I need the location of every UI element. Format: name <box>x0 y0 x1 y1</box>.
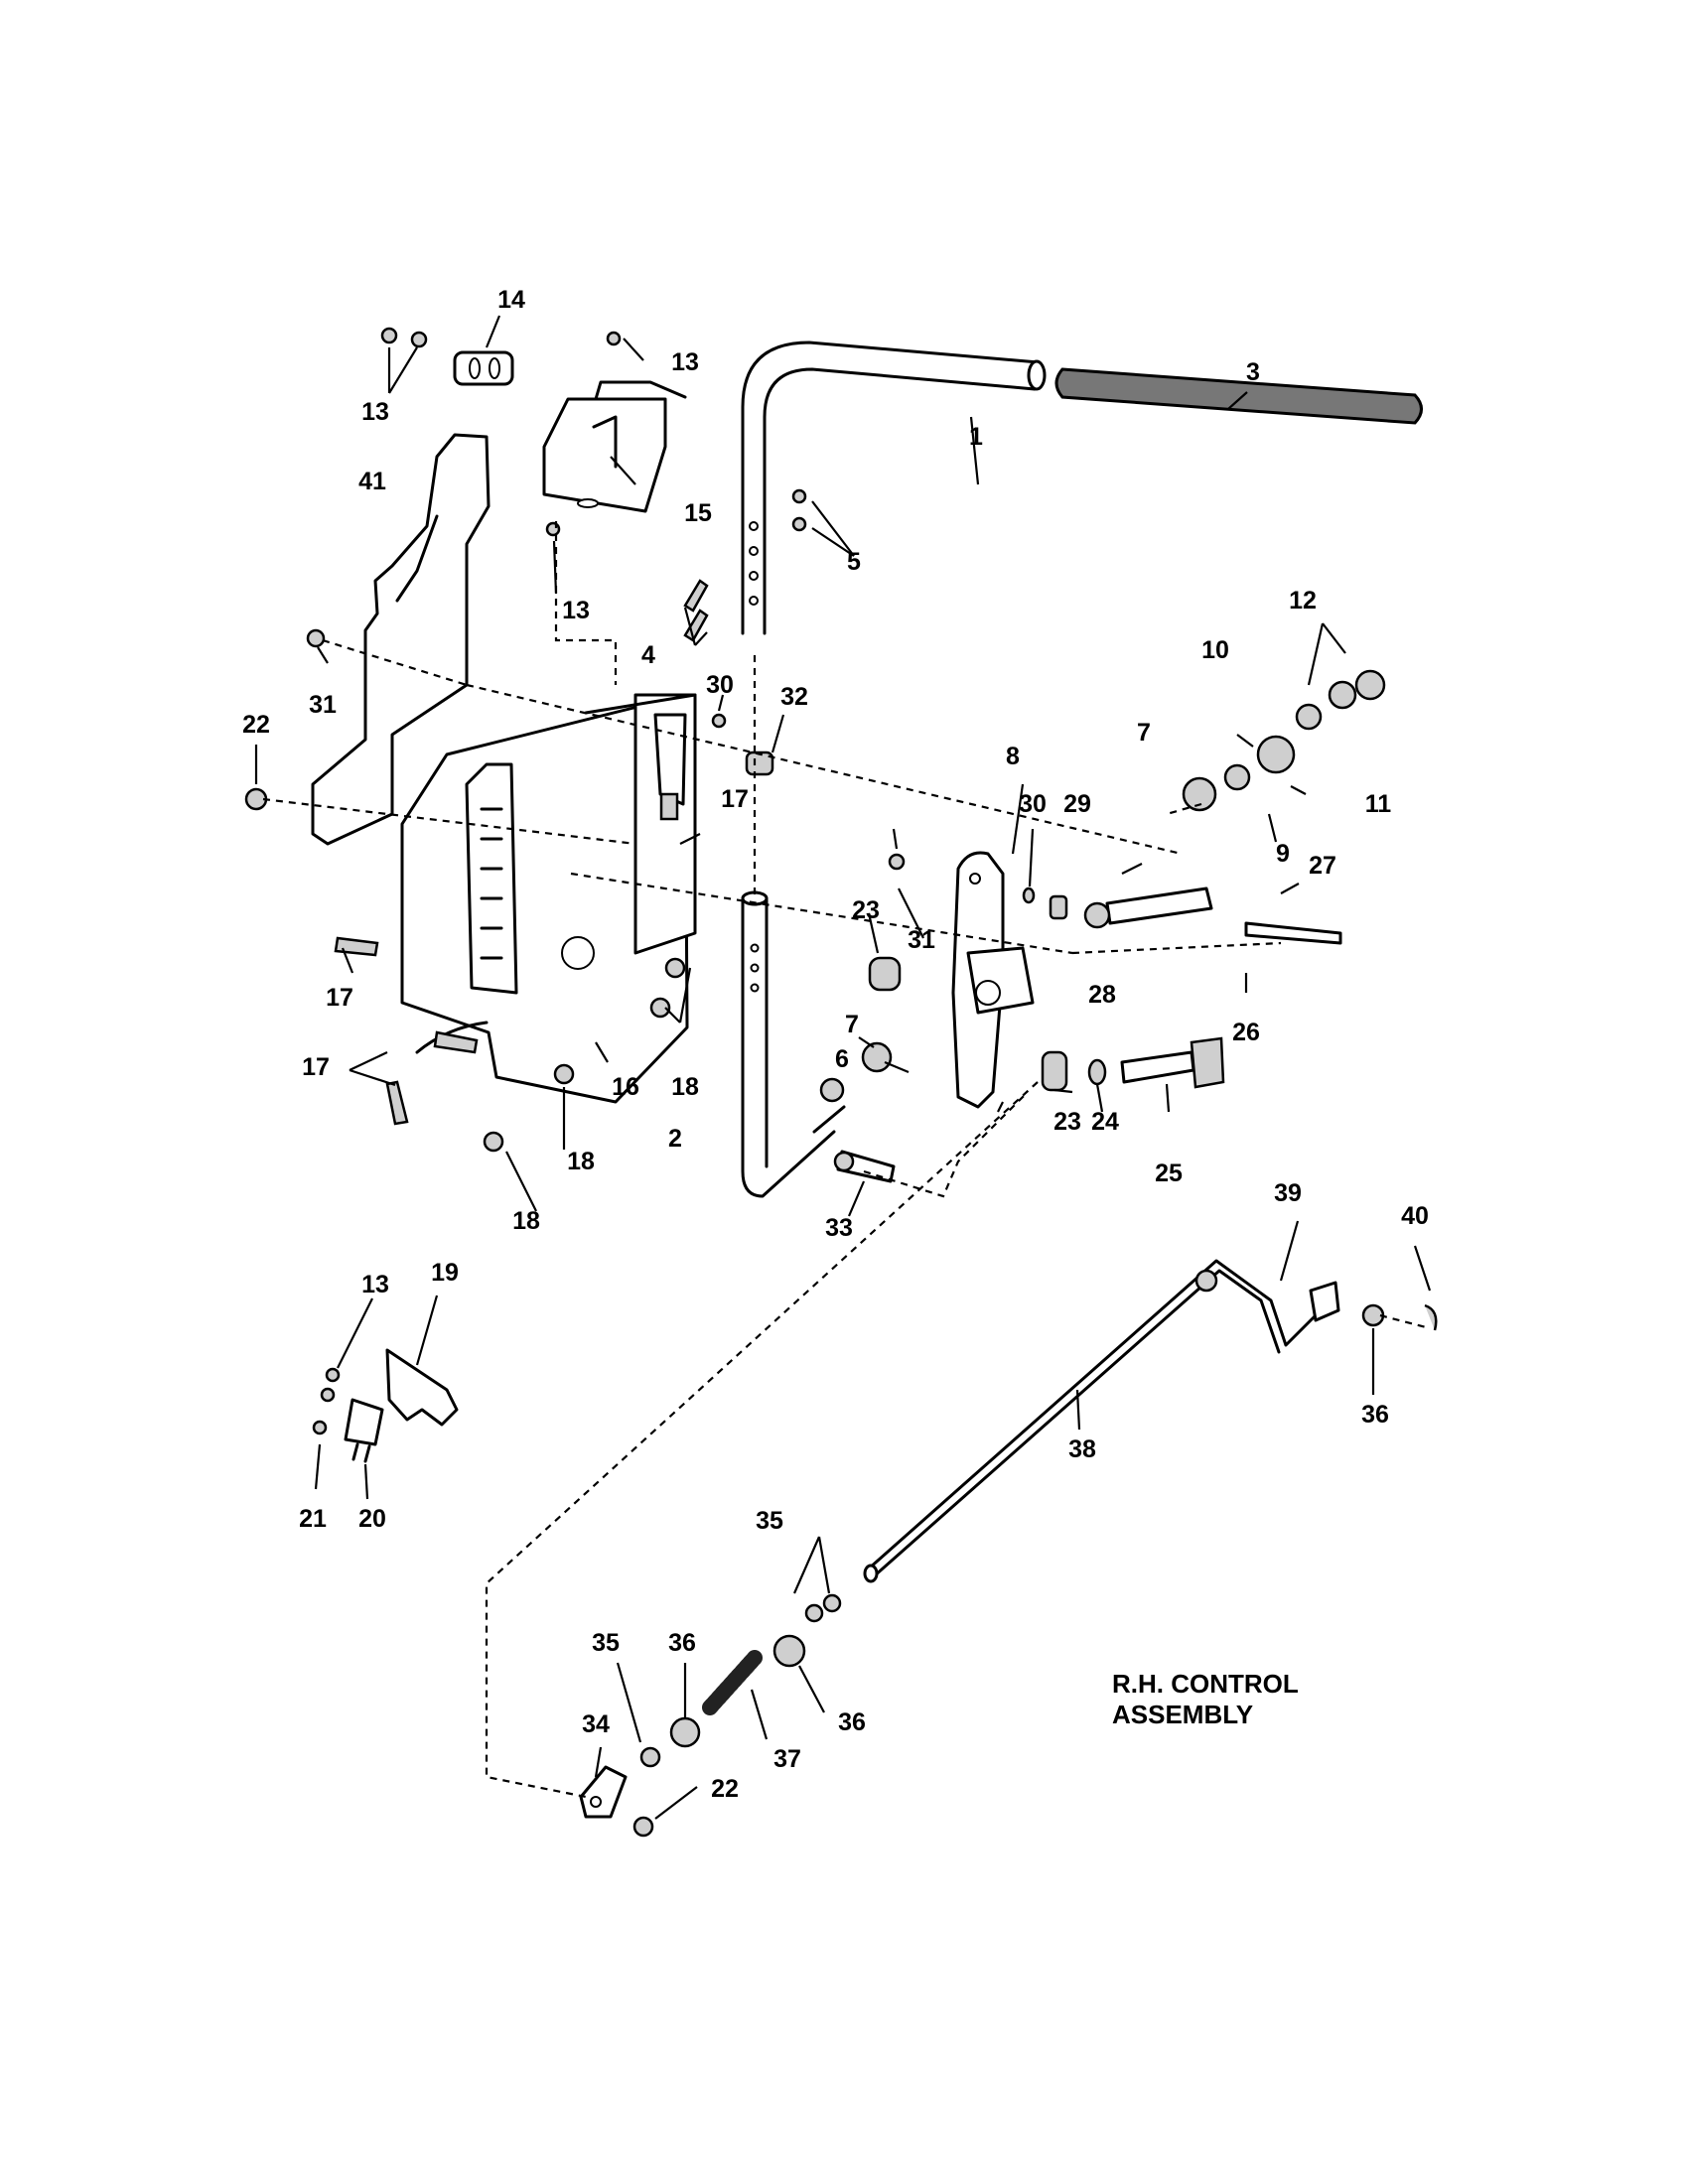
callout-40: 40 <box>1401 1202 1429 1230</box>
callout-8: 8 <box>1006 743 1020 770</box>
callout-1: 1 <box>969 423 983 451</box>
callout-11: 11 <box>1365 790 1392 818</box>
plate-19 <box>385 1348 459 1427</box>
callout-31a: 31 <box>309 691 337 719</box>
callout-33: 33 <box>825 1214 853 1242</box>
callout-17c: 17 <box>302 1053 330 1081</box>
spacer-plate <box>453 350 514 386</box>
callout-13a: 13 <box>361 398 389 426</box>
callout-7: 7 <box>1137 719 1151 747</box>
callout-36a: 36 <box>668 1629 696 1657</box>
callout-31b: 31 <box>908 926 935 954</box>
upper-bracket <box>542 380 687 513</box>
callout-36b: 36 <box>838 1708 866 1736</box>
callout-15: 15 <box>684 499 712 527</box>
assembly-lines <box>262 521 1431 1799</box>
hardware <box>244 327 1438 1838</box>
switch-20 <box>344 1398 384 1463</box>
callout-19: 19 <box>431 1259 459 1287</box>
callout-3: 3 <box>1246 358 1260 386</box>
callout-13b: 13 <box>671 348 699 376</box>
callout-14: 14 <box>497 286 525 314</box>
callout-18c: 18 <box>512 1207 540 1235</box>
callout-13c: 13 <box>562 597 590 624</box>
grip <box>1054 367 1423 425</box>
callout-7b: 7 <box>845 1011 859 1038</box>
callout-32: 32 <box>780 683 808 711</box>
callout-13d: 13 <box>361 1271 389 1298</box>
callout-17a: 17 <box>721 785 749 813</box>
callout-25: 25 <box>1155 1160 1183 1187</box>
spring <box>702 1650 763 1715</box>
callout-16: 16 <box>612 1073 639 1101</box>
callout-35a: 35 <box>756 1507 783 1535</box>
callout-4: 4 <box>641 641 655 669</box>
left-bracket <box>311 433 491 846</box>
long-bolt <box>1120 1036 1225 1089</box>
callout-10: 10 <box>1201 636 1229 664</box>
callout-5: 5 <box>847 548 861 576</box>
callout-37: 37 <box>773 1745 801 1773</box>
callout-18a: 18 <box>671 1073 699 1101</box>
assembly-title: R.H. CONTROL ASSEMBLY <box>1112 1669 1299 1729</box>
callout-39: 39 <box>1274 1179 1302 1207</box>
callout-28: 28 <box>1088 981 1116 1009</box>
callout-2: 2 <box>668 1125 682 1153</box>
callout-22a: 22 <box>242 711 270 739</box>
callout-20: 20 <box>358 1505 386 1533</box>
callout-36c: 36 <box>1361 1401 1389 1429</box>
callout-18b: 18 <box>567 1148 595 1175</box>
link-arm <box>1083 887 1342 945</box>
callout-34: 34 <box>582 1710 610 1738</box>
lever-rod <box>741 890 846 1198</box>
control-rod <box>863 1259 1340 1583</box>
callout-23b: 23 <box>1053 1108 1081 1136</box>
callout-22b: 22 <box>711 1775 739 1803</box>
clevis <box>579 1765 628 1819</box>
title-line-2: ASSEMBLY <box>1112 1700 1253 1729</box>
callout-9: 9 <box>1276 840 1290 868</box>
callout-30b: 30 <box>1019 790 1047 818</box>
pivot-lever <box>951 851 1035 1109</box>
callout-17b: 17 <box>326 984 353 1012</box>
callout-27: 27 <box>1309 852 1336 880</box>
callout-35b: 35 <box>592 1629 620 1657</box>
callout-38: 38 <box>1068 1435 1096 1463</box>
callout-6: 6 <box>835 1045 849 1073</box>
callout-26: 26 <box>1232 1019 1260 1046</box>
callout-29: 29 <box>1063 790 1091 818</box>
callouts: 1 2 3 4 5 6 7 7 8 9 10 11 12 13 13 13 13… <box>242 286 1429 1803</box>
bolt-33 <box>833 1150 896 1183</box>
leader-lines <box>254 315 1432 1820</box>
title-line-1: R.H. CONTROL <box>1112 1669 1299 1699</box>
main-bracket <box>400 693 697 1104</box>
handle-bar <box>741 341 1047 635</box>
callout-41: 41 <box>358 468 386 495</box>
callout-12: 12 <box>1289 587 1317 614</box>
callout-23a: 23 <box>852 896 880 924</box>
callout-21: 21 <box>299 1505 327 1533</box>
callout-30a: 30 <box>706 671 734 699</box>
callout-24: 24 <box>1091 1108 1119 1136</box>
